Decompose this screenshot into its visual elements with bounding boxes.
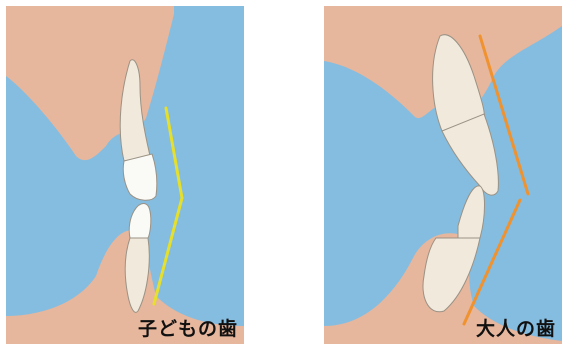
child-teeth-drawing: [6, 6, 244, 344]
child-teeth-illustration: 子どもの歯: [6, 6, 244, 344]
adult-teeth-illustration: 大人の歯: [324, 6, 562, 344]
adult-teeth-caption: 大人の歯: [476, 318, 556, 340]
child-teeth-caption: 子どもの歯: [138, 318, 238, 340]
adult-teeth-drawing: [324, 6, 562, 344]
